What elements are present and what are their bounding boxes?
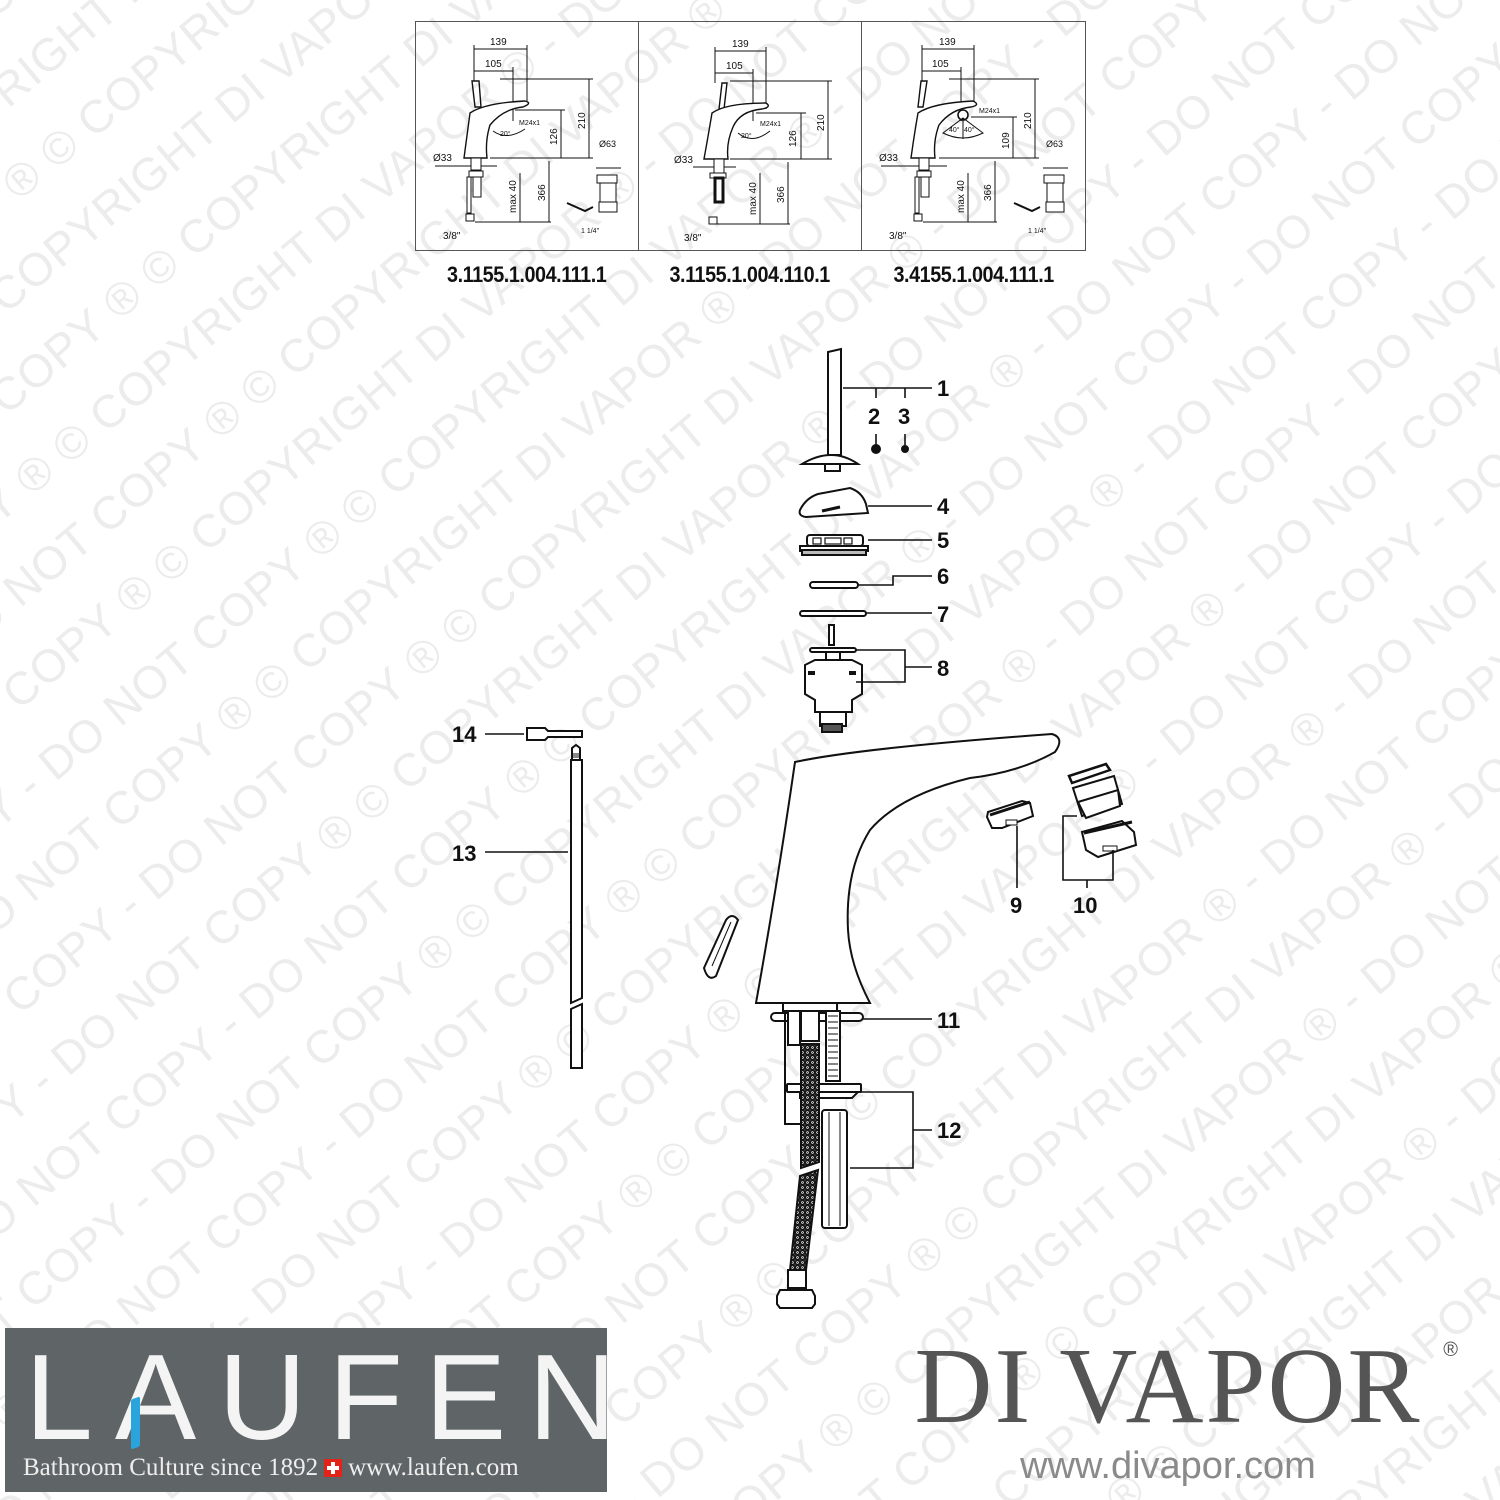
svg-text:Ø33: Ø33: [674, 155, 693, 166]
svg-text:40°: 40°: [964, 126, 975, 134]
exploded-parts-diagram: 1 2 3 4 5 6 7 8 9 10 11 12 13 14: [452, 347, 1138, 1309]
svg-text:3/8": 3/8": [684, 233, 702, 244]
svg-text:max 40: max 40: [956, 180, 967, 213]
svg-text:20°: 20°: [741, 132, 752, 140]
divapor-wordmark: DI VAPOR: [914, 1327, 1422, 1446]
supply-hose: [776, 1010, 820, 1309]
svg-text:105: 105: [485, 59, 502, 70]
part-1-lever: [798, 347, 932, 472]
part-label-9: 9: [1010, 893, 1022, 918]
part-label-13: 13: [452, 841, 476, 866]
part-11-fixing-pin: [770, 1002, 932, 1082]
svg-text:1 1/4": 1 1/4": [581, 228, 600, 235]
svg-text:Ø33: Ø33: [879, 153, 898, 164]
part-label-4: 4: [937, 494, 950, 519]
svg-text:366: 366: [776, 186, 787, 203]
dimension-panel-3: [861, 21, 1086, 251]
svg-text:139: 139: [732, 39, 749, 50]
part-label-14: 14: [452, 722, 477, 747]
svg-text:210: 210: [816, 114, 827, 131]
part-label-5: 5: [937, 528, 949, 553]
dimension-drawings: 139 105 M24x1 20° Ø33 3/8" Ø63 1 1/4" 12…: [0, 0, 1500, 300]
part-label-10: 10: [1073, 893, 1097, 918]
svg-text:Ø63: Ø63: [1046, 139, 1063, 149]
part-label-3: 3: [898, 404, 910, 429]
part-7-o-ring: [799, 610, 932, 617]
svg-text:139: 139: [939, 37, 956, 48]
part-13-pop-up-rod: [485, 743, 583, 1069]
svg-text:366: 366: [537, 184, 548, 201]
part-number-labels: 1 2 3 4 5 6 7 8 9 10 11 12 13 14: [452, 376, 1097, 1143]
part-label-12: 12: [937, 1118, 961, 1143]
svg-text:105: 105: [726, 61, 743, 72]
svg-text:M24x1: M24x1: [760, 121, 781, 128]
dimension-drawing-1: 139 105 M24x1 20° Ø33 3/8" Ø63 1 1/4" 12…: [433, 37, 621, 242]
svg-text:Ø33: Ø33: [433, 153, 452, 164]
part-8-cartridge: [804, 624, 932, 733]
svg-text:max 40: max 40: [508, 180, 519, 213]
divapor-logo: DI VAPOR ® www.divapor.com: [848, 1333, 1488, 1488]
product-code-1: 3.1155.1.004.111.1: [447, 262, 607, 287]
faucet-body: [754, 732, 1061, 1004]
svg-text:M24x1: M24x1: [519, 120, 540, 127]
svg-text:105: 105: [932, 59, 949, 70]
svg-text:3/8": 3/8": [889, 231, 907, 242]
part-label-2: 2: [868, 404, 880, 429]
divapor-url: www.divapor.com: [1020, 1445, 1316, 1487]
part-label-7: 7: [937, 602, 949, 627]
part-10-aerator-set: [1062, 762, 1138, 888]
part-4-handle-cap: [798, 486, 932, 519]
dimension-drawing-3: 139 105 M24x1 40° 40° Ø33 3/8" Ø63 1 1/4…: [879, 37, 1068, 242]
svg-text:126: 126: [788, 130, 799, 147]
water-drop-icon: [131, 1396, 140, 1450]
laufen-wordmark: LAUFEN: [25, 1329, 639, 1465]
handle-insert: [702, 915, 740, 979]
svg-text:210: 210: [577, 112, 588, 129]
laufen-url: www.laufen.com: [348, 1454, 519, 1481]
product-codes: 3.1155.1.004.111.1 3.1155.1.004.110.1 3.…: [415, 262, 1085, 288]
swiss-flag-icon: [324, 1459, 343, 1477]
svg-text:1 1/4": 1 1/4": [1028, 228, 1047, 235]
part-label-11: 11: [937, 1008, 960, 1033]
part-9-aerator: [985, 799, 1035, 888]
svg-text:126: 126: [549, 128, 560, 145]
part-5-cartridge-nut: [799, 534, 932, 556]
svg-text:Ø63: Ø63: [599, 139, 616, 149]
part-label-8: 8: [937, 656, 949, 681]
part-label-6: 6: [937, 564, 949, 589]
svg-text:M24x1: M24x1: [979, 108, 1000, 115]
svg-text:3/8": 3/8": [443, 231, 461, 242]
part-6-seal-ring: [809, 575, 932, 589]
svg-text:366: 366: [983, 184, 994, 201]
registered-icon: ®: [1443, 1339, 1458, 1361]
svg-text:210: 210: [1023, 112, 1034, 129]
svg-text:109: 109: [1001, 132, 1012, 149]
dimension-drawing-2: 139 105 M24x1 20° Ø33 3/8" 126 210 max 4…: [674, 39, 832, 244]
part-label-1: 1: [937, 376, 949, 401]
svg-text:20°: 20°: [500, 130, 511, 138]
part-14-rod-knob: [485, 727, 583, 741]
svg-text:139: 139: [490, 37, 507, 48]
svg-text:40°: 40°: [949, 126, 960, 134]
product-code-2: 3.1155.1.004.110.1: [669, 262, 831, 287]
product-code-3: 3.4155.1.004.111.1: [893, 262, 1054, 287]
svg-text:max 40: max 40: [748, 182, 759, 215]
